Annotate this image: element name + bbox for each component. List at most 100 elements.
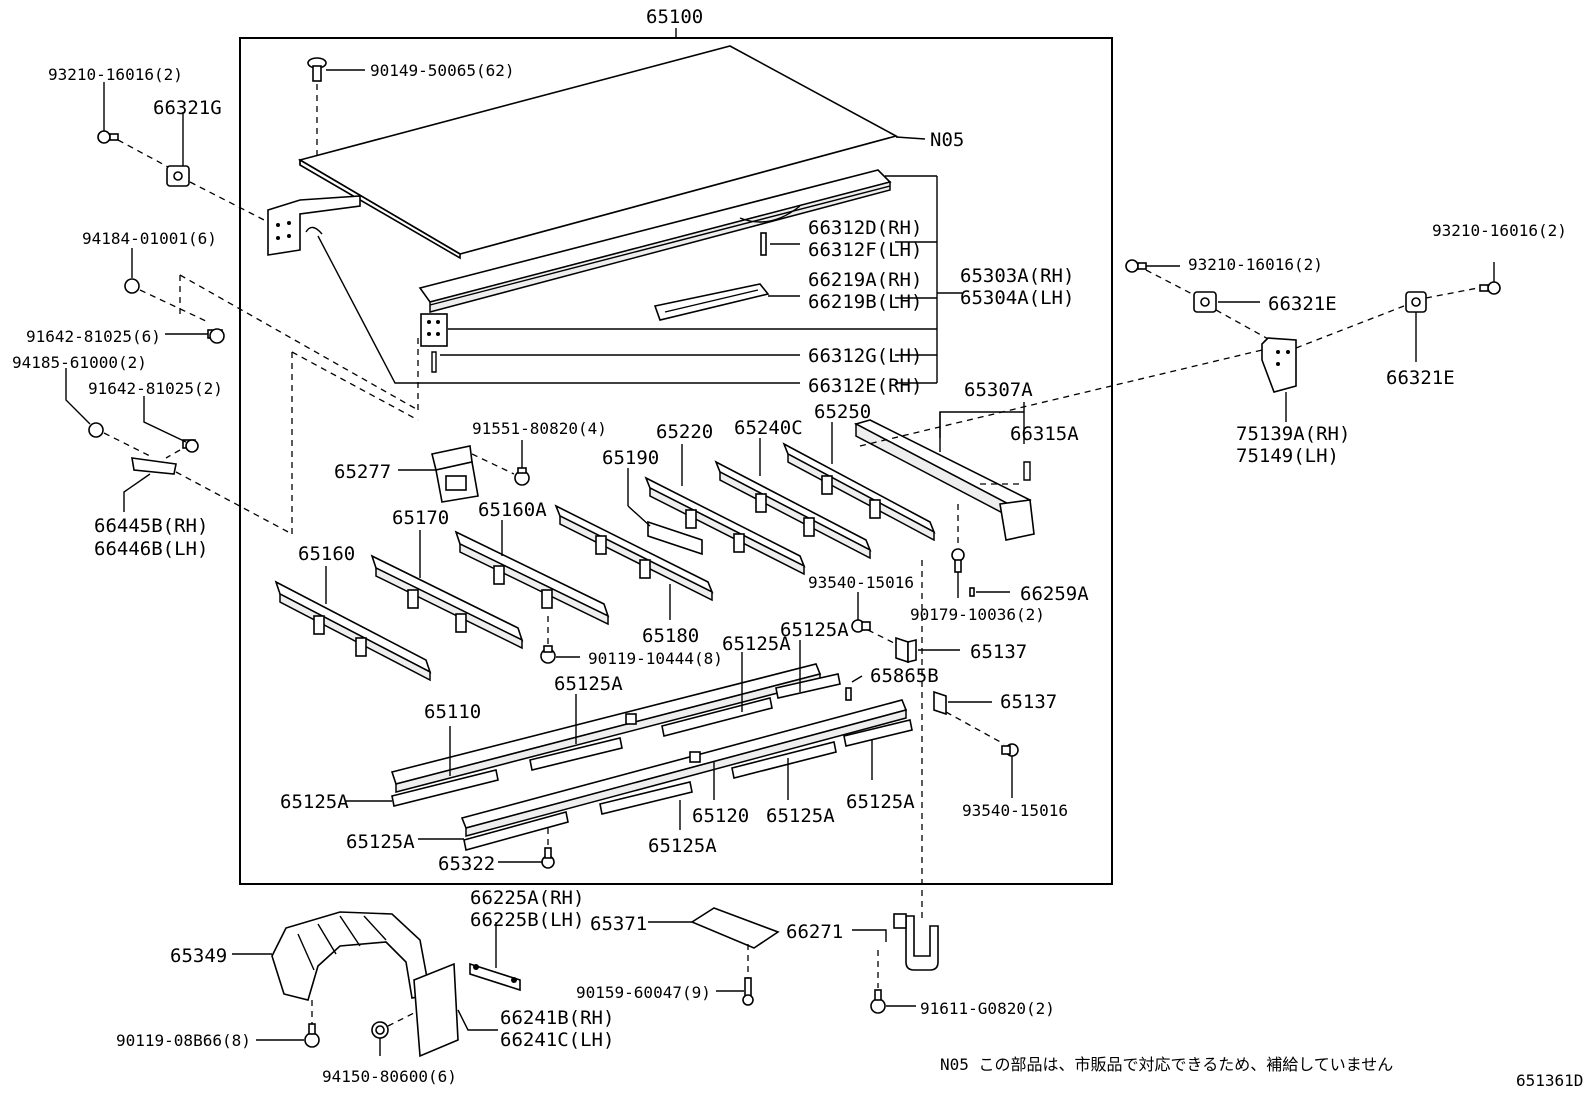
pad-65125A <box>391 673 913 851</box>
bracket-65137-a <box>895 636 917 664</box>
long-rail-65120 <box>460 699 908 837</box>
label-66312F: 66312F(LH) <box>808 239 922 261</box>
label-66312G: 66312G(LH) <box>808 345 922 367</box>
cross-member-65160A <box>454 530 610 626</box>
label-65125A-6: 65125A <box>766 805 835 827</box>
label-66315A: 66315A <box>1010 423 1079 445</box>
bolt-91642-a <box>207 328 225 344</box>
label-91642-a: 91642-81025(6) <box>26 327 161 346</box>
label-66241C: 66241C(LH) <box>500 1029 614 1051</box>
label-90159: 90159-60047(9) <box>576 983 711 1002</box>
bushing-66321G <box>166 165 190 187</box>
long-rail-65110 <box>390 663 822 793</box>
label-65303A: 65303A(RH) <box>960 265 1074 287</box>
footnote: N05 この部品は、市販品で対応できるため、補給していません <box>940 1055 1393 1074</box>
label-66312E: 66312E(RH) <box>808 375 922 397</box>
label-93540-b: 93540-15016 <box>962 801 1068 820</box>
label-65160A: 65160A <box>478 499 547 521</box>
label-65307A: 65307A <box>964 379 1033 401</box>
label-65220: 65220 <box>656 421 713 443</box>
label-93210-16016-right2: 93210-16016(2) <box>1432 221 1567 240</box>
support-65277 <box>431 445 479 503</box>
mudflap-66241 <box>413 962 459 1058</box>
label-65125A-3: 65125A <box>554 673 623 695</box>
label-90119-10444: 90119-10444(8) <box>588 649 723 668</box>
cross-member-65180 <box>554 504 714 602</box>
bolt-90119-a <box>540 645 556 664</box>
label-66225A: 66225A(RH) <box>470 887 584 909</box>
bolt-91611 <box>870 989 886 1014</box>
bolt-93540-b <box>1001 743 1019 757</box>
label-66259A: 66259A <box>1020 583 1089 605</box>
label-65125A-7: 65125A <box>346 831 415 853</box>
label-90179: 90179-10036(2) <box>910 605 1045 624</box>
label-66321G: 66321G <box>153 97 222 119</box>
label-assembly: 65100 <box>646 6 703 28</box>
bolt-93210-right2 <box>1479 281 1501 295</box>
screw-90149 <box>307 57 327 82</box>
label-94150: 94150-80600(6) <box>322 1067 457 1086</box>
label-93540-a: 93540-15016 <box>808 573 914 592</box>
nut-94185 <box>88 422 104 438</box>
label-91611: 91611-G0820(2) <box>920 999 1055 1018</box>
label-90149: 90149-50065(62) <box>370 61 515 80</box>
figure-code: 651361D <box>1516 1071 1583 1090</box>
bolt-90119-b <box>304 1023 320 1048</box>
bolt-93540-a <box>851 619 871 633</box>
label-65137-a: 65137 <box>970 641 1027 663</box>
nut-94150 <box>371 1021 389 1039</box>
label-65250: 65250 <box>814 401 871 423</box>
bolt-91551 <box>514 467 530 486</box>
label-65160: 65160 <box>298 543 355 565</box>
label-65125A-2: 65125A <box>722 633 791 655</box>
label-65349: 65349 <box>170 945 227 967</box>
bolt-93210-left <box>97 130 119 144</box>
label-66445B: 66445B(RH) <box>94 515 208 537</box>
bracket-65137-b <box>933 690 947 716</box>
label-75149: 75149(LH) <box>1236 445 1339 467</box>
label-66241B: 66241B(RH) <box>500 1007 614 1029</box>
plate-65371 <box>690 907 780 949</box>
label-N05: N05 <box>930 129 964 151</box>
label-65277: 65277 <box>334 461 391 483</box>
label-66321E-2: 66321E <box>1386 367 1455 389</box>
label-66321E-1: 66321E <box>1268 293 1337 315</box>
bushing-66321E-1 <box>1193 291 1217 313</box>
label-93210-16016-right1: 93210-16016(2) <box>1188 255 1323 274</box>
bolt-91642-b <box>182 439 199 453</box>
hanger-66271 <box>893 913 939 971</box>
label-65865B: 65865B <box>870 665 939 687</box>
bracket-66225 <box>469 962 521 992</box>
label-91642-b: 91642-81025(2) <box>88 379 223 398</box>
label-75139A: 75139A(RH) <box>1236 423 1350 445</box>
label-65125A-5: 65125A <box>846 791 915 813</box>
label-65170: 65170 <box>392 507 449 529</box>
label-93210-16016-left: 93210-16016(2) <box>48 65 183 84</box>
cross-member-65250 <box>782 442 936 542</box>
side-rail-65303A <box>418 169 892 347</box>
nut-94184 <box>124 278 140 294</box>
label-65125A-4: 65125A <box>280 791 349 813</box>
bolt-90179 <box>951 548 965 573</box>
label-65240C: 65240C <box>734 417 803 439</box>
cross-member-65160 <box>274 580 432 682</box>
label-66271: 66271 <box>786 921 843 943</box>
label-66219B: 66219B(LH) <box>808 291 922 313</box>
label-65180: 65180 <box>642 625 699 647</box>
bushing-66321E-2 <box>1405 291 1427 313</box>
label-66446B: 66446B(LH) <box>94 538 208 560</box>
label-65371: 65371 <box>590 913 647 935</box>
reinforcement-66219 <box>653 283 770 321</box>
label-65137-b: 65137 <box>1000 691 1057 713</box>
screw-90159 <box>742 977 754 1006</box>
label-65304A: 65304A(LH) <box>960 287 1074 309</box>
label-65125A-1: 65125A <box>780 619 849 641</box>
label-65110: 65110 <box>424 701 481 723</box>
bolt-93210-right1 <box>1125 259 1147 273</box>
clip-66445B <box>131 457 177 475</box>
label-65190: 65190 <box>602 447 659 469</box>
bracket-65190 <box>647 520 703 556</box>
label-66219A: 66219A(RH) <box>808 269 922 291</box>
cross-member-65220 <box>644 476 806 576</box>
